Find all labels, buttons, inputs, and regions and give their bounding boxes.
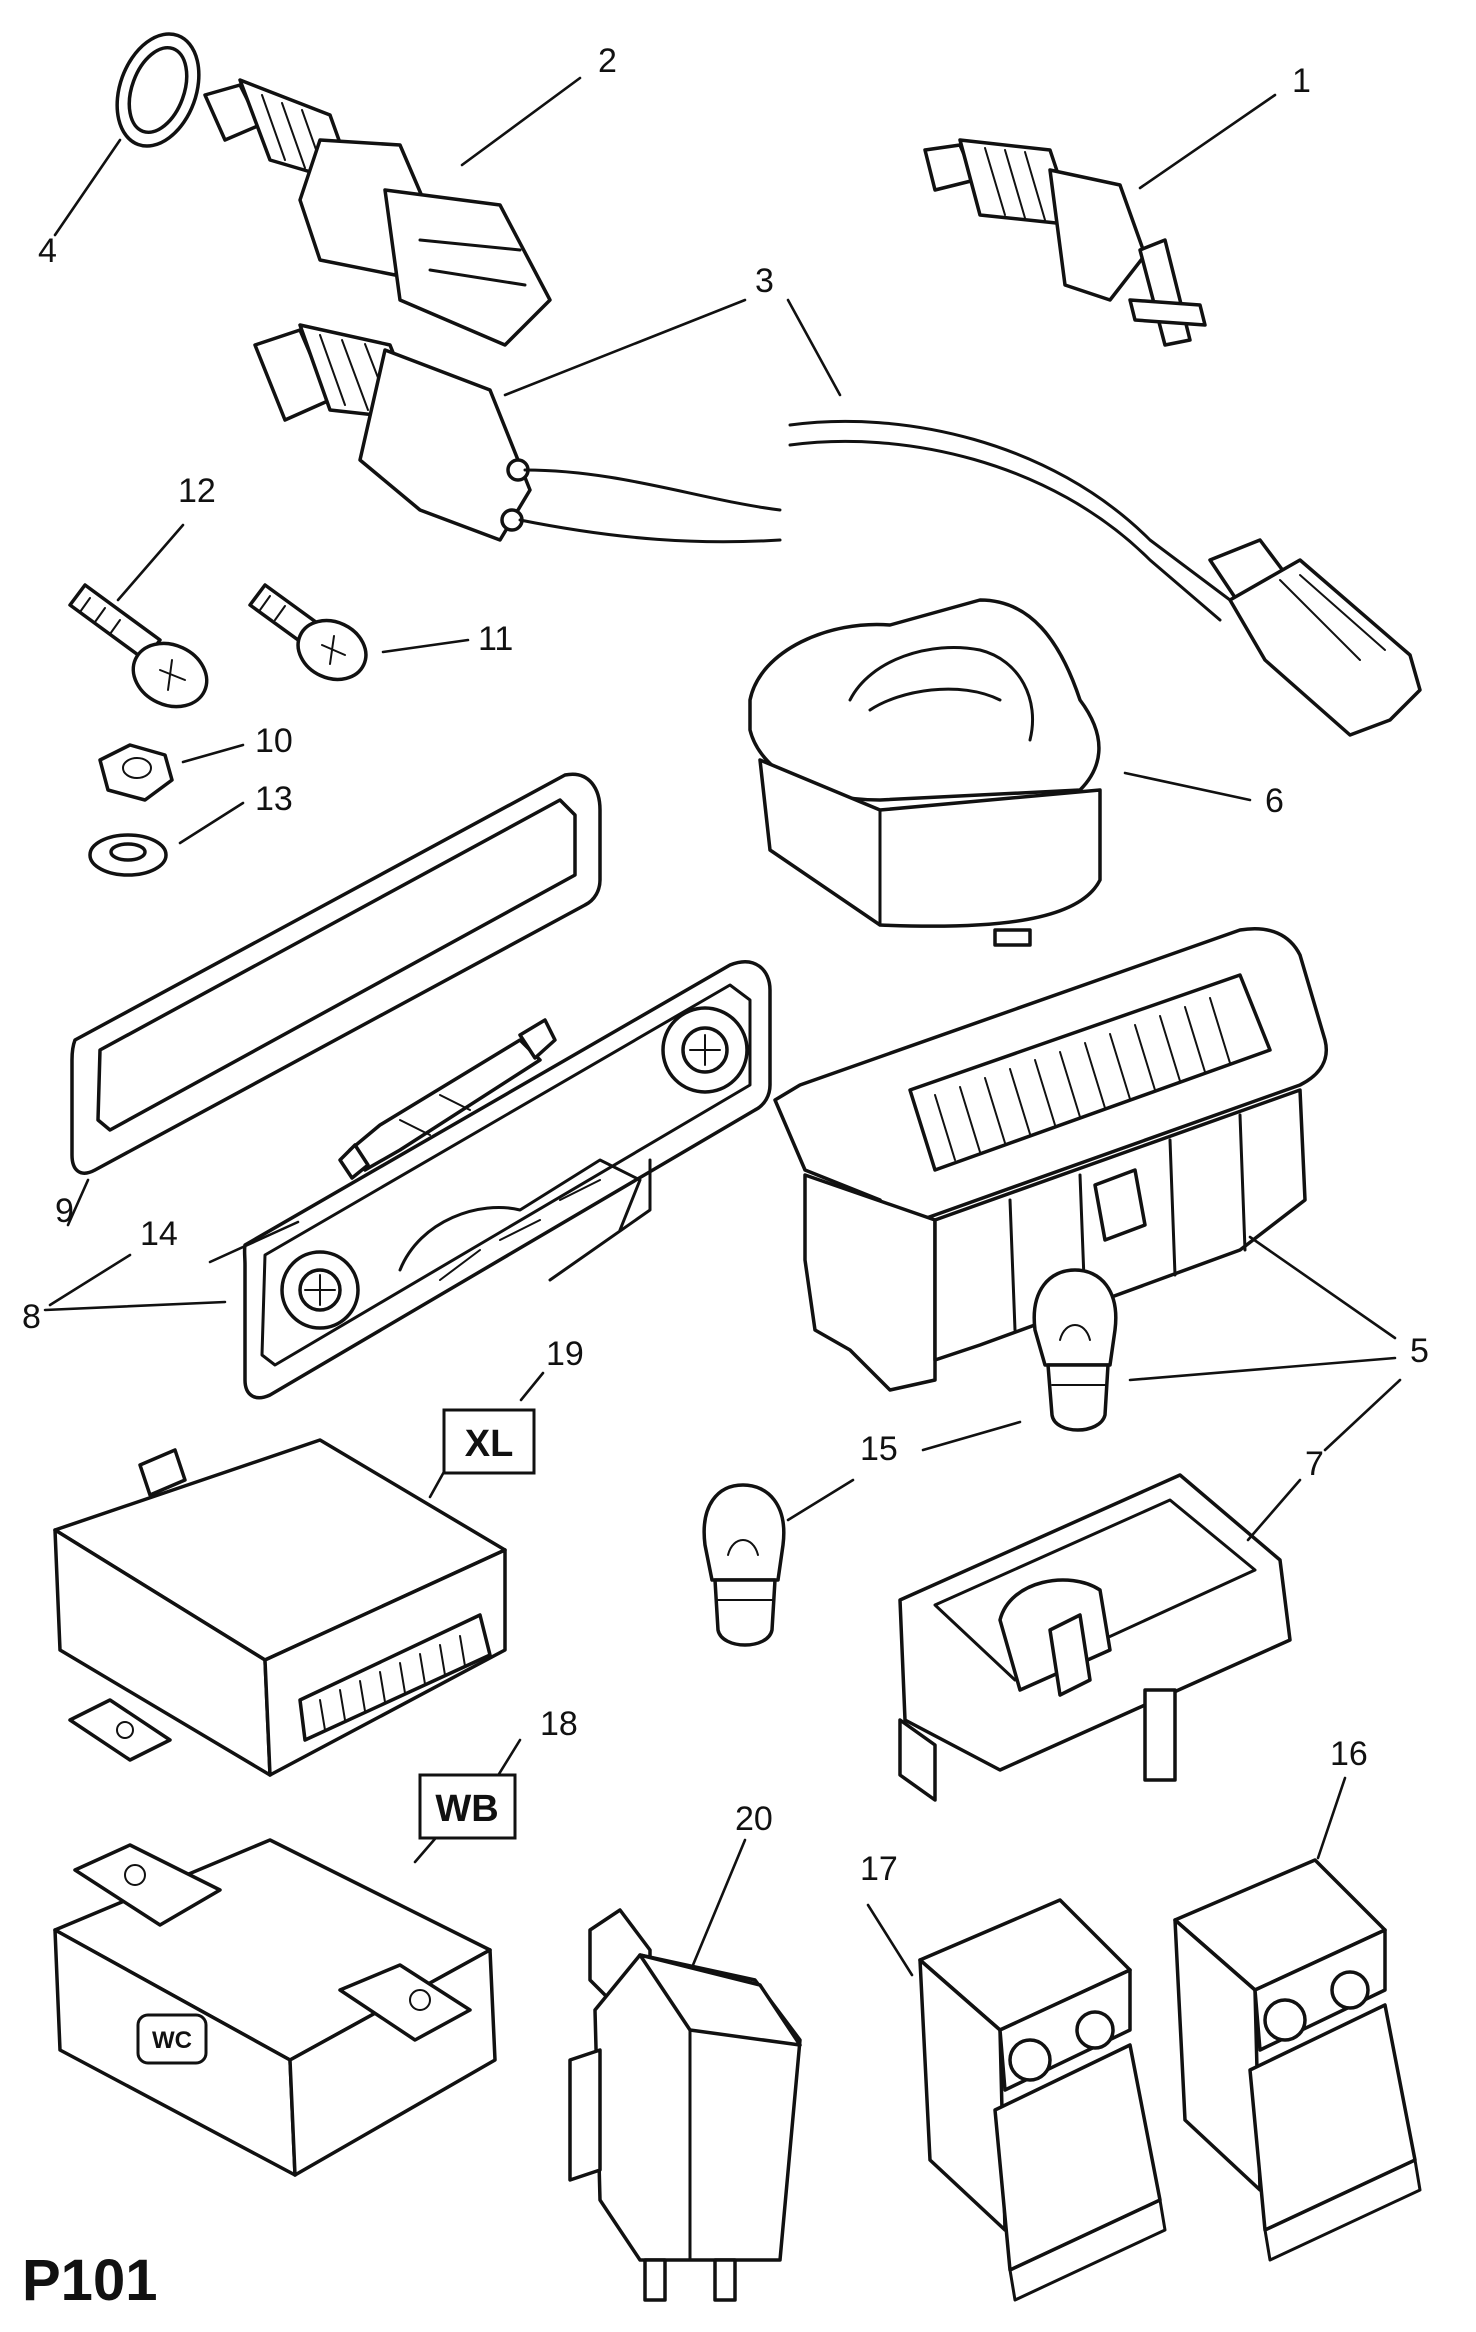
page-code: P101 [22, 2248, 157, 2313]
o-ring-part-4 [115, 32, 201, 148]
callout-5a: 5 [1410, 1332, 1429, 1370]
callout-14: 14 [140, 1215, 178, 1253]
rocker-switch-part-17 [918, 1898, 1167, 2302]
leader-lines [43, 76, 1402, 1977]
callout-16: 16 [1330, 1735, 1368, 1773]
switch-part-1 [923, 138, 1207, 347]
relay-part-20 [568, 1908, 802, 2302]
callout-1: 1 [1292, 62, 1311, 100]
callout-3: 3 [755, 262, 774, 300]
bulb-part-15-lower [702, 1483, 786, 1647]
lens-ribs [934, 997, 1231, 1161]
callout-9: 9 [55, 1192, 74, 1230]
callout-15: 15 [860, 1430, 898, 1468]
callout-6: 6 [1265, 782, 1284, 820]
callout-18: 18 [540, 1705, 578, 1743]
nut-part-10 [98, 743, 174, 802]
connector-pins [298, 1613, 492, 1742]
callout-12: 12 [178, 472, 216, 510]
lamp-part-8 [242, 960, 772, 1400]
callout-19: 19 [546, 1335, 584, 1373]
svg-text:XL: XL [465, 1423, 514, 1465]
bulb-holder-part-7 [898, 1473, 1292, 1802]
callout-17: 17 [860, 1850, 898, 1888]
svg-text:WB: WB [435, 1788, 498, 1830]
callout-numbers: 1 2 3 4 12 11 10 13 6 9 14 8 5 19 7 15 1… [22, 42, 1429, 1888]
callout-7: 7 [1305, 1445, 1324, 1483]
switch-part-3 [253, 323, 1422, 737]
festoon-bulb-part-14 [338, 1018, 557, 1180]
switch-part-2 [203, 78, 552, 347]
callout-4: 4 [38, 232, 57, 270]
callout-10: 10 [255, 722, 293, 760]
control-unit-part-18: WC [53, 1838, 497, 2177]
callout-11: 11 [478, 620, 513, 658]
washer-part-13 [88, 833, 168, 877]
bulb-part-15-upper [1032, 1268, 1118, 1432]
variant-tag-wb: WB [418, 1773, 517, 1840]
callout-8: 8 [22, 1298, 41, 1336]
control-unit-part-19 [53, 1438, 507, 1777]
callout-2: 2 [598, 42, 617, 80]
callout-13: 13 [255, 780, 293, 818]
wc-label: WC [136, 2013, 208, 2065]
cover-part-6 [748, 598, 1102, 947]
screw-part-11 [248, 583, 368, 682]
rocker-switch-part-16 [1173, 1858, 1422, 2262]
lamp-housing-part-5 [773, 927, 1328, 1392]
callout-20: 20 [735, 1800, 773, 1838]
gasket-part-9 [70, 772, 602, 1175]
svg-text:WC: WC [152, 2027, 192, 2054]
screw-part-12 [68, 583, 209, 709]
variant-tag-xl: XL [442, 1408, 536, 1475]
